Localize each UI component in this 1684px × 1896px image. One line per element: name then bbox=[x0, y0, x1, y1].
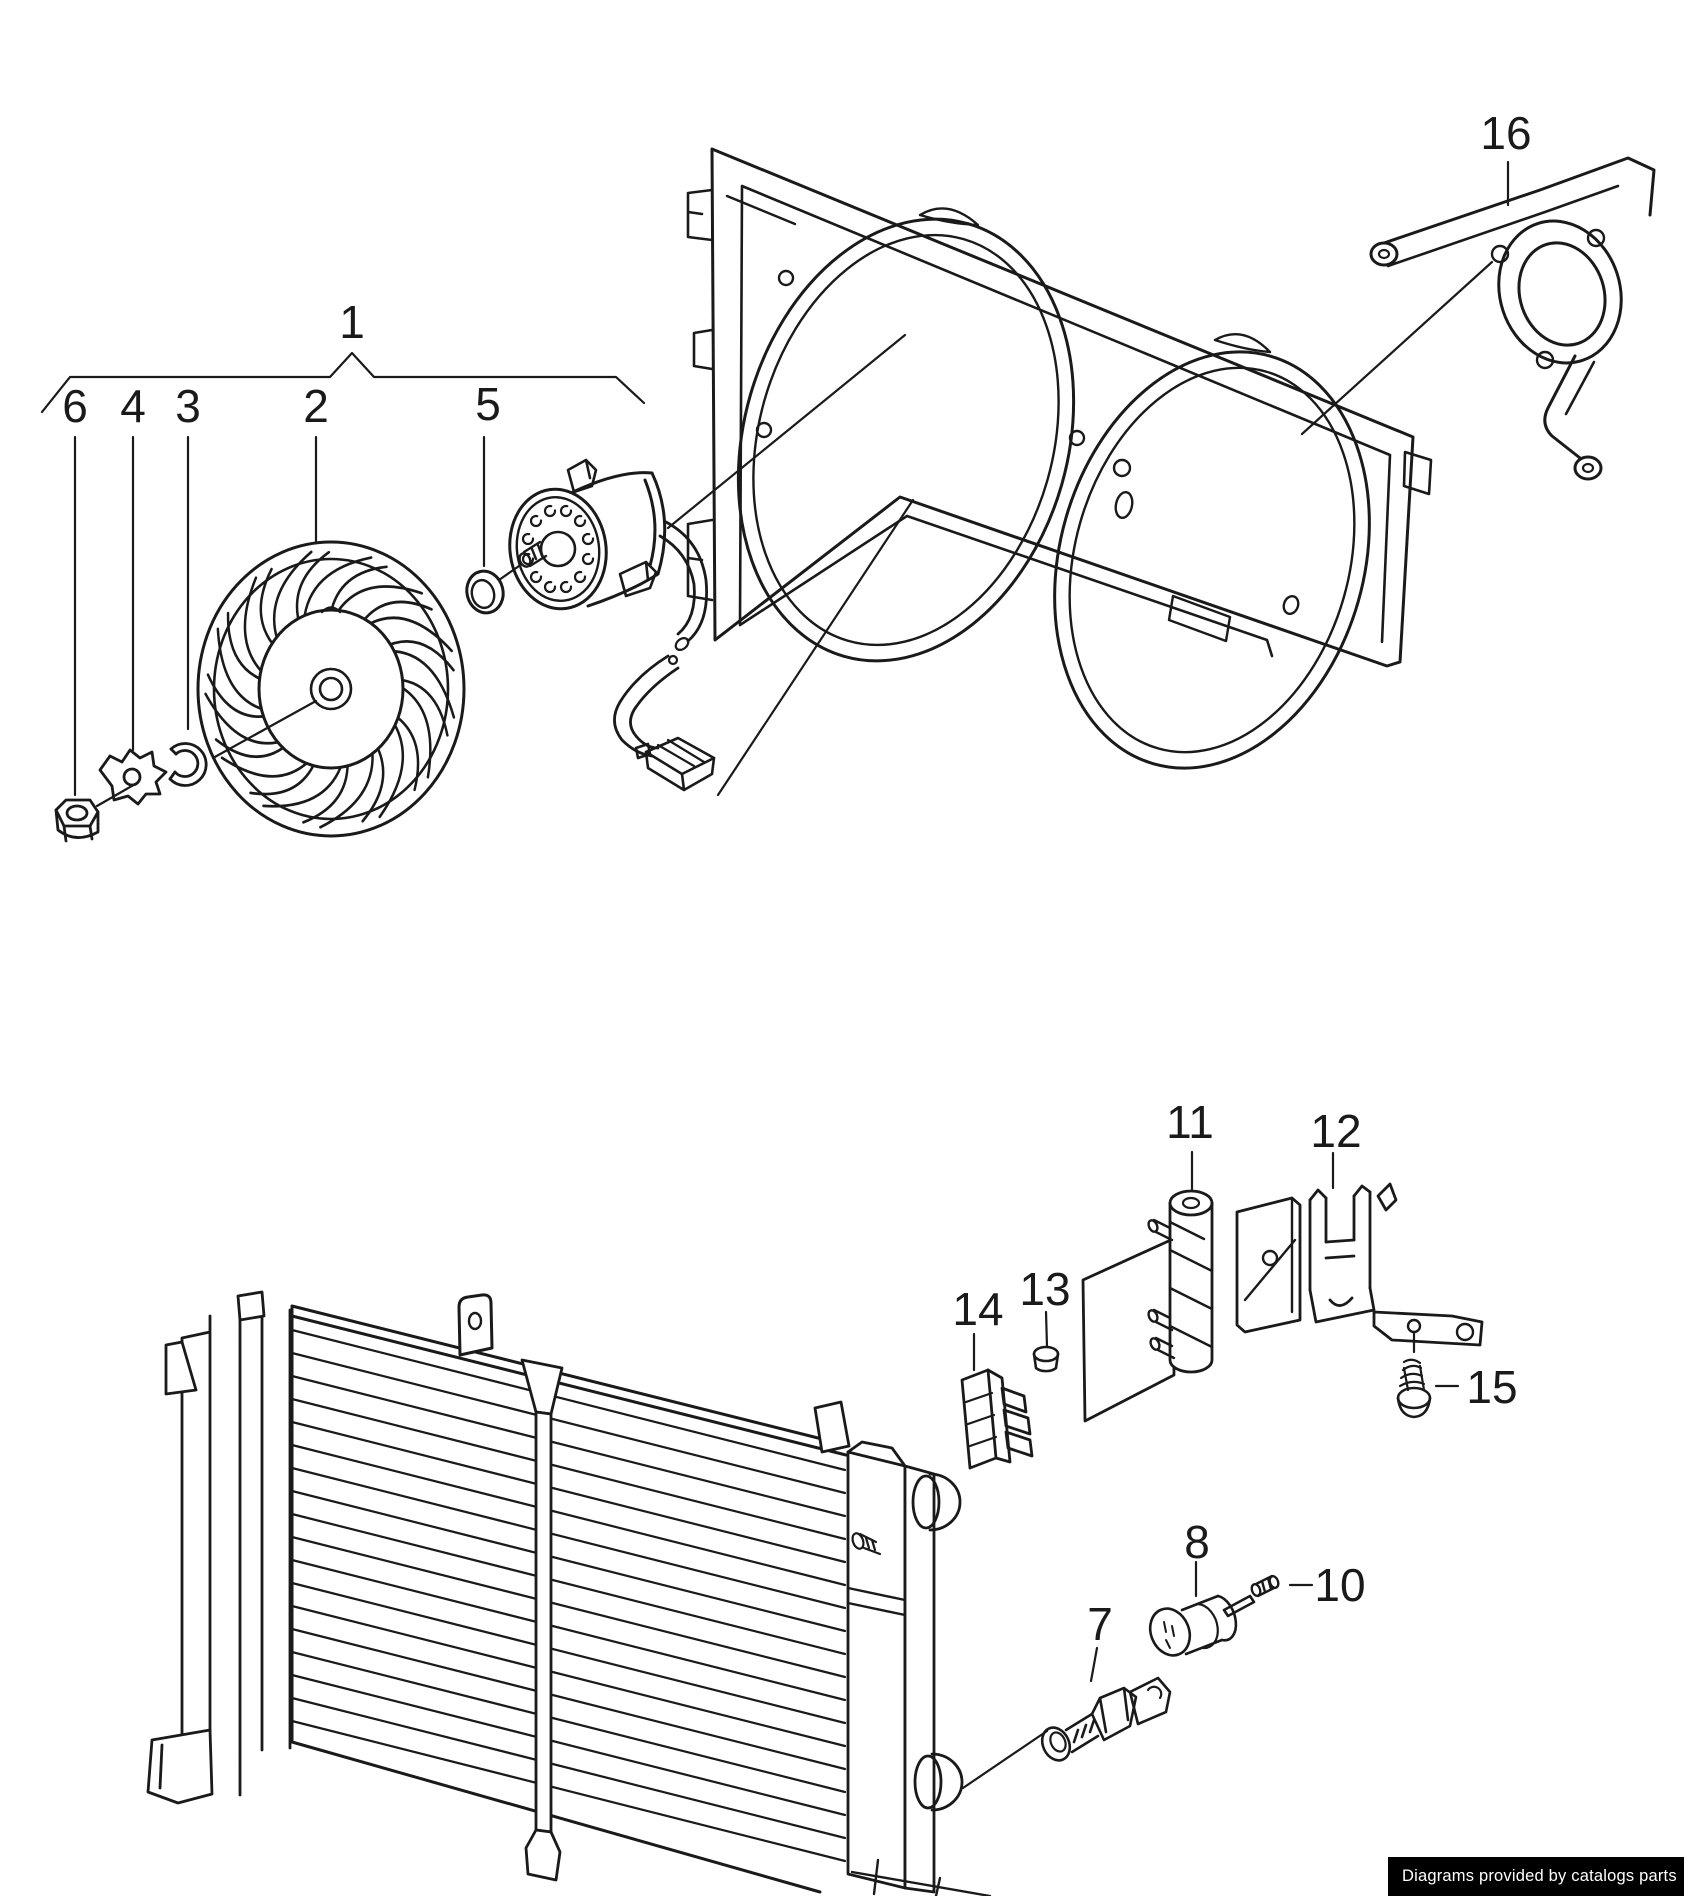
thermo-switch bbox=[1040, 1676, 1172, 1762]
part-label-5: 5 bbox=[475, 378, 501, 430]
fan-rim-inner bbox=[212, 557, 450, 821]
mounting-bracket-16 bbox=[1300, 156, 1656, 481]
bracket-screw bbox=[1396, 1358, 1432, 1419]
fan-hub-notch bbox=[320, 606, 342, 614]
shroud-corner-brace bbox=[725, 194, 797, 226]
radiator-center-divider bbox=[520, 1358, 564, 1882]
fan-motor bbox=[497, 458, 667, 611]
shroud-right-opening bbox=[1053, 350, 1371, 770]
shroud-holes bbox=[755, 269, 1300, 615]
shroud-left-opening bbox=[736, 217, 1076, 663]
bleeder-nipple bbox=[851, 1532, 882, 1556]
shroud-left-tabs bbox=[686, 188, 714, 602]
motor-hub bbox=[539, 530, 577, 568]
part-label-11: 11 bbox=[1166, 1096, 1214, 1148]
resistor-pins bbox=[1147, 1218, 1176, 1360]
part-label-2: 2 bbox=[303, 380, 329, 432]
shroud-top-rail-bumps bbox=[918, 207, 1272, 354]
resistor-winding bbox=[1168, 1220, 1214, 1349]
part-number-labels: 1 2 3 4 5 6 7 8 10 11 12 13 14 15 16 bbox=[62, 107, 1531, 1650]
shroud-right-opening-rim bbox=[1068, 366, 1356, 754]
star-washer bbox=[95, 748, 168, 808]
relay-bracket bbox=[1235, 1182, 1484, 1354]
shaft-axis-line bbox=[497, 564, 521, 582]
watermark-banner: Diagrams provided by catalogs parts bbox=[1388, 1857, 1684, 1896]
fan-shroud bbox=[686, 147, 1433, 770]
part-label-3: 3 bbox=[175, 380, 201, 432]
fan-axis-line bbox=[211, 699, 318, 760]
part-label-1: 1 bbox=[339, 296, 365, 348]
motor-bottom-tab bbox=[618, 560, 658, 598]
shroud-bottom-tab bbox=[1167, 594, 1232, 643]
part-label-16: 16 bbox=[1480, 107, 1531, 159]
part-label-13: 13 bbox=[1019, 1263, 1070, 1315]
motor-front-face bbox=[508, 487, 608, 611]
shroud-top-right-tab bbox=[1402, 450, 1433, 496]
bracket-ring-outer bbox=[1497, 219, 1623, 365]
retaining-clip bbox=[168, 742, 208, 787]
part-label-7: 7 bbox=[1087, 1598, 1113, 1650]
fan-wheel bbox=[194, 539, 466, 839]
blade-terminal bbox=[1222, 1594, 1256, 1618]
label-leader-lines bbox=[40, 160, 1510, 1683]
temp-sender-connector bbox=[1148, 1594, 1256, 1657]
bracket-leader-line bbox=[1300, 260, 1494, 436]
part-label-10: 10 bbox=[1314, 1559, 1365, 1611]
watermark-text: Diagrams provided by catalogs parts bbox=[1402, 1867, 1677, 1885]
radiator-pointer-line bbox=[961, 1729, 1049, 1790]
assembly-pointer-lines bbox=[666, 333, 915, 797]
shroud-left-opening-rim bbox=[752, 233, 1060, 647]
part-label-15: 15 bbox=[1466, 1361, 1517, 1413]
shroud-outline bbox=[710, 147, 1415, 668]
fan-hub-ring bbox=[309, 667, 353, 711]
part-label-8: 8 bbox=[1184, 1516, 1210, 1568]
small-nut bbox=[1032, 1345, 1060, 1373]
tank-feet bbox=[850, 1858, 992, 1896]
bracket-ring-inner bbox=[1517, 241, 1607, 347]
radiator-right-tank bbox=[813, 1400, 992, 1896]
resistor-plate bbox=[1081, 1237, 1176, 1423]
series-resistor bbox=[1081, 1189, 1214, 1423]
group-bracket-1 bbox=[40, 351, 646, 414]
shroud-inner-frame bbox=[738, 184, 1392, 658]
radiator-top-tab bbox=[457, 1293, 494, 1357]
motor-shaft bbox=[518, 540, 548, 568]
part-label-4: 4 bbox=[120, 380, 146, 432]
radiator-core-outline bbox=[290, 1304, 848, 1894]
radiator-fins bbox=[290, 1328, 847, 1863]
seal-ring bbox=[465, 569, 505, 615]
wiring-harness bbox=[613, 520, 716, 792]
motor-bolt-holes bbox=[521, 504, 595, 594]
terminal-cap bbox=[1250, 1574, 1280, 1598]
motor-body bbox=[571, 471, 667, 608]
fan-hub bbox=[257, 608, 405, 770]
harness-connector bbox=[634, 736, 716, 792]
fan-relay bbox=[960, 1368, 1034, 1470]
fan-shaft-hole bbox=[318, 676, 344, 702]
part-label-12: 12 bbox=[1310, 1105, 1361, 1157]
radiator-left-tank bbox=[146, 1290, 292, 1805]
radiator bbox=[146, 1290, 1049, 1896]
hex-nut bbox=[54, 798, 100, 843]
lower-hose-port bbox=[930, 1752, 964, 1812]
fan-rim-outer bbox=[196, 540, 466, 838]
part-label-6: 6 bbox=[62, 380, 88, 432]
part-label-14: 14 bbox=[952, 1283, 1003, 1335]
upper-hose-port bbox=[928, 1472, 962, 1532]
motor-top-tab bbox=[566, 458, 598, 494]
